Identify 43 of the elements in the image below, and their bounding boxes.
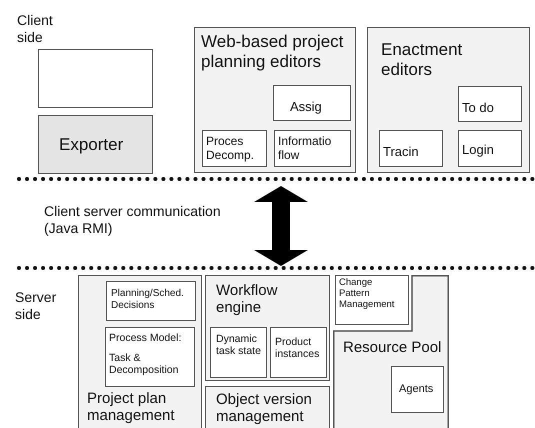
- component-box: [78, 275, 202, 428]
- component-box: [194, 27, 356, 173]
- component-box: [391, 366, 444, 413]
- component-panel: [333, 275, 449, 428]
- box-label: Proces Decomp.: [206, 135, 256, 163]
- component-box: [458, 86, 522, 122]
- component-box: [273, 85, 351, 121]
- component-box: [210, 327, 267, 378]
- box-label: Informatio flow: [278, 135, 332, 163]
- section-label: Server side: [15, 289, 58, 323]
- box-label: Project plan management: [87, 390, 176, 424]
- box-label: Resource Pool: [343, 339, 442, 356]
- component-box: [274, 130, 351, 167]
- component-box: [202, 130, 267, 167]
- box-label: Exporter: [59, 134, 124, 154]
- box-label: Workflow engine: [216, 282, 278, 316]
- section-label: Client side: [17, 12, 54, 46]
- component-box: [38, 115, 153, 174]
- box-label: Planning/Sched. Decisions: [111, 288, 185, 311]
- box-label: To do: [462, 101, 494, 116]
- box-label: Web-based project planning editors: [201, 32, 344, 72]
- component-box: [367, 27, 530, 173]
- component-box: [270, 327, 327, 378]
- component-box: [379, 130, 443, 167]
- empty-box: [38, 49, 153, 108]
- box-label: Assig: [290, 100, 322, 115]
- component-box: [106, 281, 196, 321]
- box-label: Change Pattern Management: [339, 278, 396, 311]
- box-label: Object version management: [216, 391, 313, 426]
- box-label: Enactment editors: [381, 40, 464, 80]
- box-label: Process Model:: [109, 332, 182, 344]
- component-box: [335, 275, 409, 325]
- box-label: Tracin: [383, 145, 419, 160]
- component-box: [105, 327, 195, 387]
- box-label: Product instances: [275, 336, 320, 360]
- component-box: [205, 386, 330, 428]
- box-label: Dynamic task state: [216, 333, 261, 358]
- box-label: Task & Decomposition: [109, 352, 180, 376]
- component-box: [458, 130, 522, 167]
- section-label: Client server communication (Java RMI): [44, 203, 222, 237]
- box-label: Login: [462, 143, 494, 158]
- box-label: Agents: [399, 383, 434, 396]
- component-box: [205, 275, 330, 381]
